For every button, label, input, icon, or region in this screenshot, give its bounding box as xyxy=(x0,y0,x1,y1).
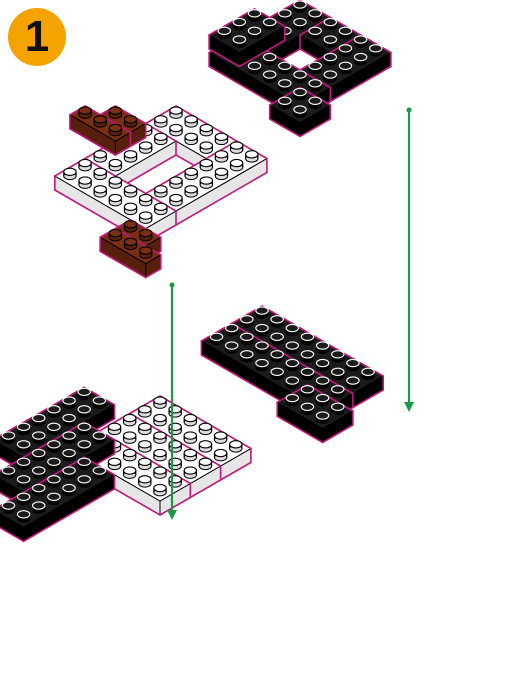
assembly-arrow-icon xyxy=(404,108,414,413)
brick-layer xyxy=(0,0,391,541)
